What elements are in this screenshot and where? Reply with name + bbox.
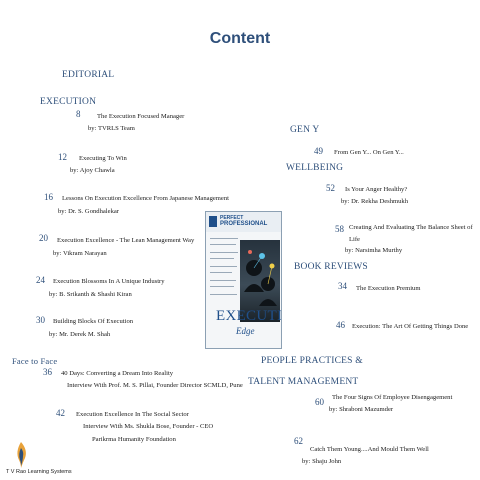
page-number: 34: [338, 281, 347, 291]
section-editorial[interactable]: EDITORIAL: [62, 70, 115, 80]
article-title[interactable]: Building Blocks Of Execution: [53, 318, 134, 325]
page-number: 8: [76, 109, 81, 119]
section-face-to-face[interactable]: Face to Face: [12, 356, 58, 366]
page-number: 42: [56, 408, 65, 418]
cover-text-line: [210, 238, 238, 239]
article-title[interactable]: The Four Signs Of Employee Disengagement: [332, 394, 453, 401]
article-author: by: Mr. Derek M. Shah: [49, 331, 111, 338]
cover-header-band: [206, 212, 281, 232]
cover-text-line: [210, 266, 237, 267]
section-talent-management[interactable]: TALENT MANAGEMENT: [248, 377, 359, 387]
article-author: by: Dr. Rekha Deshmukh: [341, 198, 409, 205]
cover-text-line: [210, 280, 236, 281]
article-author: by: Vikram Narayan: [53, 250, 107, 257]
cover-text-line: [210, 286, 234, 287]
article-author: by: Dr. S. Gondhalekar: [58, 208, 119, 215]
logo-text: T V Rao Learning Systems: [6, 469, 72, 475]
article-title[interactable]: Execution Blossoms In A Unique Industry: [53, 278, 165, 285]
page-number: 60: [315, 397, 324, 407]
article-title[interactable]: Execution Excellence - The Lean Manageme…: [57, 237, 195, 244]
page-number: 36: [43, 367, 52, 377]
cover-text-line: [210, 258, 234, 259]
flame-logo-icon: [17, 442, 26, 468]
article-title[interactable]: Catch Them Young....And Mould Them Well: [310, 446, 429, 453]
section-book-reviews[interactable]: BOOK REVIEWS: [294, 262, 368, 272]
article-author: by: Ajoy Chawla: [70, 167, 115, 174]
article-title[interactable]: Is Your Anger Healthy?: [345, 186, 408, 193]
section-people-practices[interactable]: PEOPLE PRACTICES &: [261, 356, 363, 366]
article-title[interactable]: Creating And Evaluating The Balance Shee…: [349, 224, 473, 231]
section-gen-y[interactable]: GEN Y: [290, 125, 320, 135]
page-number: 49: [314, 146, 323, 156]
page-number: 58: [335, 224, 344, 234]
page-number: 52: [326, 183, 335, 193]
article-author: by: Shaju John: [302, 458, 342, 465]
cover-image: [240, 240, 280, 322]
article-title[interactable]: From Gen Y... On Gen Y...: [334, 149, 404, 156]
article-title[interactable]: Execution: The Art Of Getting Things Don…: [352, 323, 469, 330]
page-number: 20: [39, 233, 48, 243]
page-number: 46: [336, 320, 345, 330]
cover-text-line: [210, 244, 236, 245]
cover-headline: EXECUTION: [216, 308, 282, 324]
tvrao-logo: [6, 440, 60, 475]
article-title[interactable]: Lessons On Execution Excellence From Jap…: [62, 195, 229, 202]
cover-text-line: [210, 272, 232, 273]
article-title-line2[interactable]: Life: [349, 236, 360, 243]
section-wellbeing[interactable]: WELLBEING: [286, 163, 344, 173]
article-title[interactable]: The Execution Premium: [356, 285, 421, 292]
section-execution[interactable]: EXECUTION: [40, 97, 97, 107]
article-subtitle[interactable]: Interview With Prof. M. S. Pillai, Found…: [67, 382, 243, 389]
article-title[interactable]: The Execution Focused Manager: [97, 113, 185, 120]
article-subtitle[interactable]: Parikrma Humanity Foundation: [92, 436, 176, 443]
cover-brand-top: PERFECT: [220, 215, 244, 221]
article-author: by: TVRLS Team: [88, 125, 135, 132]
cover-logo-icon: [209, 216, 217, 227]
article-author: by: Shraboni Mazumder: [329, 406, 394, 413]
page-title: Content: [209, 30, 271, 47]
article-author: by: Narsimha Murthy: [345, 247, 403, 254]
page-number: 30: [36, 315, 45, 325]
cover-text-line: [210, 294, 237, 295]
page-number: 12: [58, 152, 67, 162]
article-author: by: B. Srikanth & Shashi Kiran: [49, 291, 132, 298]
cover-subhead: Edge: [236, 326, 255, 336]
page-number: 24: [36, 275, 45, 285]
cover-text-line: [210, 252, 238, 253]
cover-heads-illustration: [244, 250, 277, 306]
article-title[interactable]: Executing To Win: [79, 155, 127, 162]
article-subtitle[interactable]: Interview With Ms. Shukla Bose, Founder …: [83, 423, 214, 430]
page-number: 16: [44, 192, 53, 202]
magazine-cover[interactable]: PERFECT PROFESSIONAL EXECUTION Edge: [205, 211, 282, 349]
article-title[interactable]: 40 Days: Converting a Dream Into Reality: [61, 370, 174, 377]
cover-brand-main: PROFESSIONAL: [220, 221, 268, 227]
page-number: 62: [294, 436, 303, 446]
article-title[interactable]: Execution Excellence In The Social Secto…: [76, 411, 189, 418]
